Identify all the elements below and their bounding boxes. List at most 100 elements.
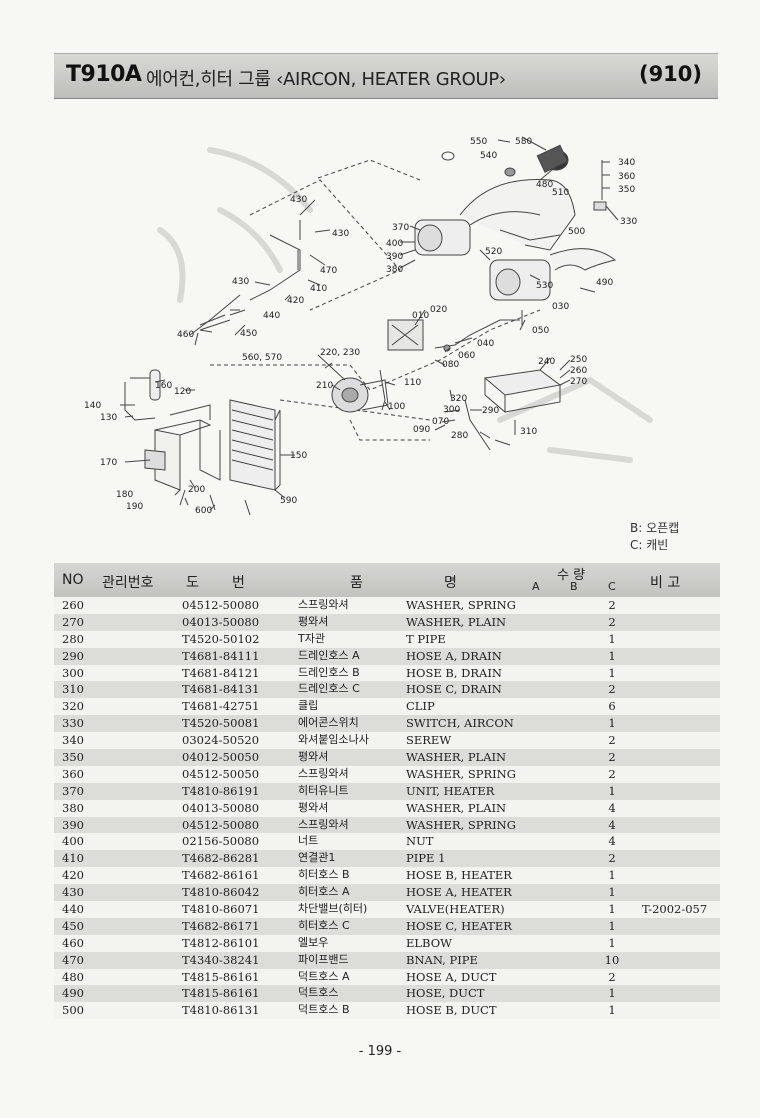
cell-no: 480 [62,969,84,984]
cell-korean-name: 스프링와셔 [298,766,349,780]
cell-korean-name: 스프링와셔 [298,817,349,831]
callout-370: 370 [392,223,409,233]
cell-english-name: SEREW [406,733,452,748]
cell-quantity: 1 [608,1003,616,1018]
cell-quantity: 2 [608,733,616,748]
cell-english-name: HOSE A, HEATER [406,885,512,900]
callout-450: 450 [240,329,257,339]
callout-520: 520 [485,247,502,257]
cell-part-number: T4810-86191 [182,783,260,798]
cell-english-name: CLIP [406,699,435,714]
cell-quantity: 1 [608,716,616,731]
cell-part-number: T4520-50081 [182,716,260,731]
cell-korean-name: 드레인호스 A [298,648,360,662]
cell-part-number: T4810-86042 [182,885,260,900]
cell-part-number: 04512-50080 [182,598,260,612]
callout-240: 240 [538,357,555,367]
cell-korean-name: 히터유니트 [298,783,349,797]
callout-430-b: 430 [332,229,349,239]
cell-no: 400 [62,834,84,849]
cell-part-number: 04512-50050 [182,766,260,781]
callout-140: 140 [84,401,101,411]
cell-english-name: HOSE C, DRAIN [406,682,502,697]
cell-part-number: T4682-86171 [182,918,260,933]
callout-270: 270 [570,377,587,387]
group-code: (910) [638,62,702,86]
cell-no: 390 [62,817,84,832]
cell-korean-name: 덕트호스 B [298,1003,350,1017]
cell-no: 440 [62,902,84,917]
callout-290: 290 [482,406,499,416]
cell-no: 430 [62,885,84,900]
callout-220-230: 220, 230 [320,348,360,358]
cell-no: 410 [62,851,84,866]
callout-020: 020 [430,305,447,315]
callout-260: 260 [570,366,587,376]
callout-010: 010 [412,311,429,321]
header-qty-a: A [532,580,540,593]
cell-part-number: 04013-50080 [182,614,260,629]
callout-550: 550 [470,137,487,147]
cell-no: 310 [62,682,84,697]
cell-part-number: T4681-42751 [182,699,260,714]
cell-korean-name: 덕트호스 A [298,969,350,983]
cell-no: 350 [62,750,84,765]
cell-part-number: 04512-50080 [182,817,260,832]
cell-korean-name: 스프링와셔 [298,598,349,611]
cell-quantity: 1 [608,885,616,900]
callout-250: 250 [570,355,587,365]
cell-english-name: HOSE B, HEATER [406,868,512,883]
cell-no: 300 [62,665,84,680]
cell-korean-name: 드레인호스 C [298,682,360,696]
callout-430-c: 430 [232,277,249,287]
callout-590: 590 [280,496,297,506]
cell-quantity: 1 [608,935,616,950]
callout-050: 050 [532,326,549,336]
callout-170: 170 [100,458,117,468]
callout-380: 380 [386,265,403,275]
cell-part-number: T4812-86101 [182,935,260,950]
callout-200: 200 [188,485,205,495]
cell-part-number: 04012-50050 [182,750,260,765]
callout-420: 420 [287,296,304,306]
callout-060: 060 [458,351,475,361]
callout-180: 180 [116,490,133,500]
cell-korean-name: 와셔붙임소나사 [298,733,369,747]
cell-quantity: 2 [608,969,616,984]
cell-english-name: T PIPE [406,631,446,646]
callout-330: 330 [620,217,637,227]
callout-400: 400 [386,239,403,249]
callout-530: 530 [536,281,553,291]
cell-english-name: WASHER, SPRING [406,598,516,612]
exploded-parts-diagram: 550 580 540 480 510 340 360 350 330 430 … [70,120,710,540]
cell-quantity: 2 [608,598,616,612]
cell-no: 320 [62,699,84,714]
cell-part-number: 03024-50520 [182,733,260,748]
callout-280: 280 [451,431,468,441]
cell-part-number: T4682-86161 [182,868,260,883]
header-qty: 수 량 [557,568,586,583]
cell-korean-name: 파이프밴드 [298,952,349,966]
cell-english-name: PIPE 1 [406,851,446,866]
header-bar [54,53,718,99]
cell-part-number: T4810-86071 [182,902,260,917]
cell-english-name: WASHER, PLAIN [406,614,507,629]
cell-english-name: ELBOW [406,935,452,950]
cell-quantity: 4 [608,834,616,849]
cell-korean-name: 평와셔 [298,800,329,814]
cell-korean-name: 드레인호스 B [298,665,360,679]
